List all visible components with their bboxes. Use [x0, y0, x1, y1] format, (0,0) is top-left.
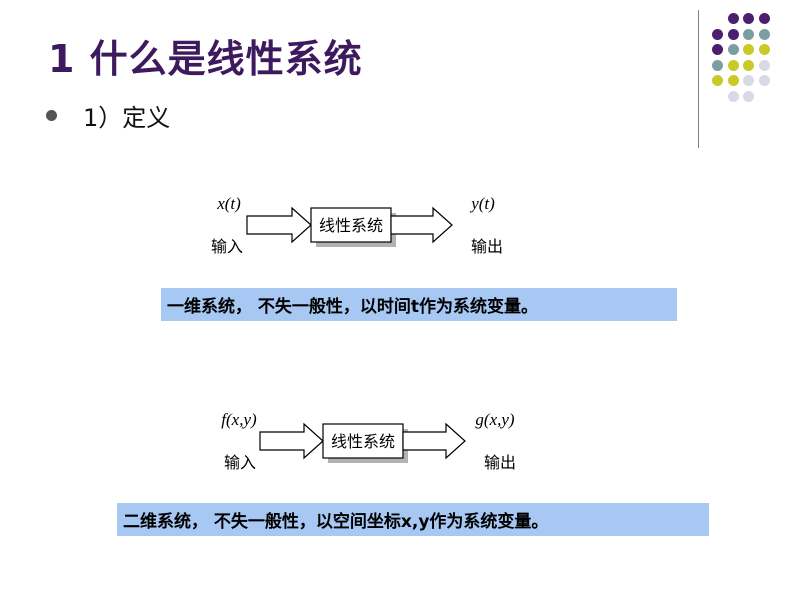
decor-dot	[743, 75, 754, 86]
box-label: 线性系统	[319, 216, 383, 235]
box-label: 线性系统	[331, 432, 395, 451]
caption-2d: 二维系统， 不失一般性，以空间坐标x,y作为系统变量。	[117, 503, 709, 536]
decor-dot	[743, 90, 754, 102]
linear-system-box	[322, 423, 404, 459]
decor-dot	[743, 59, 754, 71]
decor-dot	[712, 44, 723, 55]
output-label: 输出	[471, 237, 503, 256]
decor-dot	[758, 44, 770, 55]
bullet-item: 1）定义	[46, 98, 170, 132]
decor-dot	[727, 75, 739, 86]
decor-dot	[743, 13, 754, 24]
output-arrow	[402, 422, 466, 460]
input-label: 输入	[224, 453, 256, 472]
decor-dot	[743, 28, 754, 40]
output-signal: y(t)	[469, 194, 495, 213]
bullet-dot-icon	[46, 109, 57, 121]
decor-dot	[712, 28, 723, 40]
input-signal: x(t)	[216, 194, 241, 213]
input-arrow	[246, 206, 312, 244]
output-label: 输出	[484, 453, 516, 472]
decor-dot	[758, 28, 770, 40]
decor-dot	[712, 75, 723, 86]
caption-1d: 一维系统， 不失一般性，以时间t作为系统变量。	[161, 288, 677, 321]
slide-title: 1 什么是线性系统	[48, 37, 363, 81]
decor-dot	[712, 59, 723, 71]
output-arrow	[390, 206, 453, 244]
decor-dot	[727, 44, 739, 55]
decor-dot	[743, 44, 754, 55]
input-arrow	[259, 422, 324, 460]
decor-dot	[758, 75, 770, 86]
output-signal: g(x,y)	[475, 410, 515, 429]
input-label: 输入	[211, 237, 243, 256]
decor-divider	[698, 10, 699, 148]
input-signal: f(x,y)	[221, 410, 257, 429]
decor-dot	[727, 59, 739, 71]
decor-dot	[727, 90, 739, 102]
decor-dot	[727, 28, 739, 40]
decor-dot	[727, 13, 739, 24]
bullet-text: 1）定义	[83, 103, 171, 132]
decor-dot	[758, 59, 770, 71]
decor-dot	[758, 13, 770, 24]
